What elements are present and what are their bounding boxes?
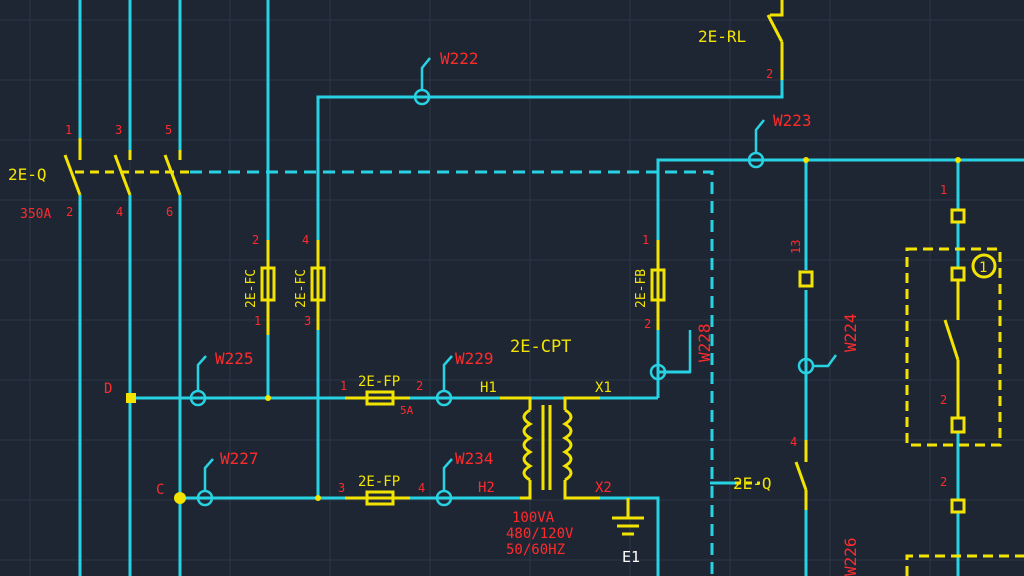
fuse-tag-fp-bottom: 2E-FP: [358, 474, 400, 490]
terminal-1: 1: [65, 123, 72, 137]
bus-d-label: D: [104, 381, 112, 397]
fc2-top-terminal: 4: [302, 233, 309, 247]
fc1-bottom-terminal: 1: [254, 314, 261, 328]
wires: [78, 0, 1024, 576]
relay-terminal-bottom: 2: [766, 67, 773, 81]
terminal-2: 2: [66, 205, 73, 219]
terminal-5: 5: [165, 123, 172, 137]
fp1-left-terminal: 1: [340, 379, 347, 393]
contact-tag: 2E-Q: [733, 474, 772, 493]
wire-w228: W228: [695, 323, 714, 362]
component-labels: 2E-Q 2E-RL 2E-FC 2E-FC 2E-FB 2E-FP 2E-FP…: [8, 27, 987, 566]
breaker-rating: 350A: [20, 207, 51, 222]
wire-markers: [189, 57, 838, 507]
wire-w222: W222: [440, 49, 479, 68]
fc1-top-terminal: 2: [252, 233, 259, 247]
fp1-right-terminal: 2: [416, 379, 423, 393]
fuse-tag-fc-1: 2E-FC: [244, 269, 259, 308]
transformer-spec-3: 50/60HZ: [506, 542, 565, 558]
right-terminal-2b: 2: [940, 475, 947, 489]
wire-w229: W229: [455, 349, 494, 368]
components: [63, 0, 997, 536]
transformer-spec-2: 480/120V: [506, 526, 574, 542]
terminal-3: 3: [115, 123, 122, 137]
bus-c-label: C: [156, 482, 164, 498]
h1-label: H1: [480, 380, 497, 396]
right-terminal-1: 1: [940, 183, 947, 197]
ground-tag: E1: [622, 548, 640, 566]
x2-label: X2: [595, 480, 612, 496]
fb-bottom-terminal: 2: [644, 317, 651, 331]
terminal-13: 13: [789, 240, 803, 254]
breaker-tag: 2E-Q: [8, 165, 47, 184]
h2-label: H2: [478, 480, 495, 496]
wire-w223: W223: [773, 111, 812, 130]
wire-w226: W226: [841, 537, 860, 576]
fuse-tag-fb: 2E-FB: [634, 269, 649, 308]
x1-label: X1: [595, 380, 612, 396]
transformer-spec-1: 100VA: [512, 510, 555, 526]
fuse-tag-fp-top: 2E-FP: [358, 374, 400, 390]
terminal-4: 4: [116, 205, 123, 219]
fp2-right-terminal: 4: [418, 481, 425, 495]
wire-w224: W224: [841, 313, 860, 352]
wire-w234: W234: [455, 449, 494, 468]
fuse-tag-fc-2: 2E-FC: [294, 269, 309, 308]
right-terminal-2a: 2: [940, 393, 947, 407]
terminal-6: 6: [166, 205, 173, 219]
wire-w225: W225: [215, 349, 254, 368]
transformer-tag: 2E-CPT: [510, 337, 571, 357]
relay-tag: 2E-RL: [698, 27, 746, 46]
contact-terminal-4: 4: [790, 435, 797, 449]
junctions: [126, 157, 961, 504]
fc2-bottom-terminal: 3: [304, 314, 311, 328]
fp2-left-terminal: 3: [338, 481, 345, 495]
circle-number: 1: [979, 260, 987, 276]
wire-w227: W227: [220, 449, 259, 468]
fb-top-terminal: 1: [642, 233, 649, 247]
red-labels: 350A W222 W223 W225 W229 W227 W234 W228 …: [20, 49, 947, 576]
fuse-rating-bottom: 5A: [400, 404, 414, 417]
